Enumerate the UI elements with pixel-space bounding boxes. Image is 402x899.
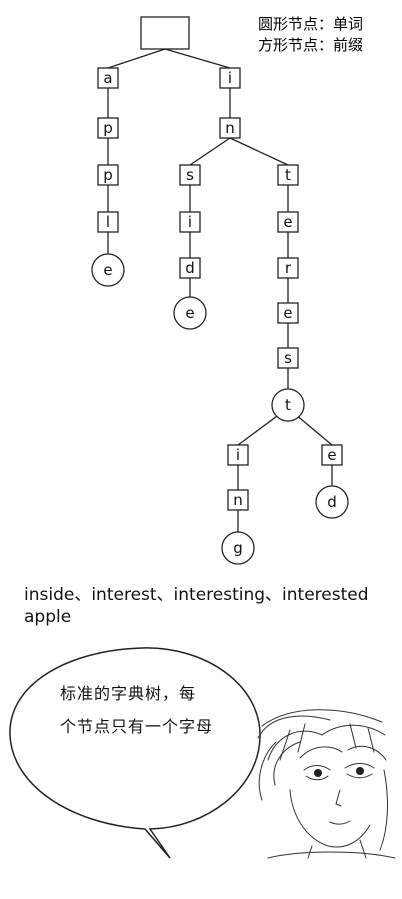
trie-prefix-node: i (219, 67, 241, 89)
trie-node-shape (277, 347, 299, 369)
trie-prefix-node: e (277, 302, 299, 324)
trie-edge (237, 415, 278, 446)
trie-nodes: a p p l e i n s i d e t e r e s t i n g e d (91, 16, 349, 565)
legend-square-label: 方形节点：前缀 (258, 36, 364, 54)
trie-word-node: e (173, 296, 207, 330)
trie-node-shape (179, 257, 201, 279)
trie-node-char: r (285, 259, 292, 277)
trie-root-node (140, 16, 190, 50)
legend: 圆形节点：单词 方形节点：前缀 (258, 14, 363, 56)
trie-edges (107, 48, 333, 532)
trie-node-shape (277, 302, 299, 324)
trie-node-char: e (283, 304, 292, 322)
trie-node-shape (97, 117, 119, 139)
trie-node-char: p (103, 166, 113, 184)
trie-prefix-node: t (277, 164, 299, 186)
trie-node-char: t (285, 396, 291, 414)
trie-edge (298, 416, 333, 446)
word-list: inside、interest、interesting、interested a… (24, 584, 369, 628)
trie-node-shape (91, 253, 125, 287)
trie-prefix-node: e (277, 211, 299, 233)
trie-prefix-node: p (97, 164, 119, 186)
speech-bubble-line-1: 标准的字典树，每 (60, 684, 197, 703)
trie-prefix-node: s (277, 347, 299, 369)
trie-node-char: a (103, 69, 112, 87)
trie-node-shape (97, 67, 119, 89)
trie-node-shape (227, 489, 249, 511)
speech-bubble-text: 标准的字典树，每 个节点只有一个字母 (60, 677, 213, 743)
trie-node-shape (277, 164, 299, 186)
trie-node-char: l (106, 213, 110, 231)
trie-edge (229, 137, 289, 166)
trie-node-shape (179, 211, 201, 233)
trie-node-char: i (188, 213, 192, 231)
trie-node-char: p (103, 119, 113, 137)
trie-prefix-node: s (179, 164, 201, 186)
trie-prefix-node: n (219, 117, 241, 139)
trie-prefix-node: n (227, 489, 249, 511)
legend-circle-label: 圆形节点：单词 (258, 15, 364, 33)
trie-word-node: d (315, 485, 349, 519)
trie-node-char: d (185, 259, 195, 277)
trie-node-char: e (103, 261, 112, 279)
trie-node-char: d (327, 493, 337, 511)
trie-edge (189, 137, 231, 166)
trie-prefix-node: i (227, 444, 249, 466)
trie-node-char: t (285, 166, 291, 184)
word-list-line-2: apple (24, 607, 72, 627)
trie-word-node: t (271, 388, 305, 422)
trie-node-shape (173, 296, 207, 330)
trie-prefix-node: l (97, 211, 119, 233)
trie-node-char: e (283, 213, 292, 231)
trie-node-shape (179, 164, 201, 186)
word-list-line-1: inside、interest、interesting、interested (24, 585, 369, 605)
trie-node-shape (97, 211, 119, 233)
trie-node-shape (315, 485, 349, 519)
trie-word-node: e (91, 253, 125, 287)
speech-bubble-outline (9, 647, 261, 859)
trie-node-shape (277, 211, 299, 233)
trie-node-shape (321, 444, 343, 466)
trie-node-shape (97, 164, 119, 186)
trie-node-char: e (327, 446, 336, 464)
trie-prefix-node: i (179, 211, 201, 233)
trie-node-shape (271, 388, 305, 422)
trie-node-char: n (233, 491, 243, 509)
trie-prefix-node: p (97, 117, 119, 139)
trie-node-shape (277, 257, 299, 279)
trie-node-shape (219, 117, 241, 139)
trie-word-node: g (221, 531, 255, 565)
trie-prefix-node: d (179, 257, 201, 279)
trie-prefix-node: r (277, 257, 299, 279)
trie-node-char: i (236, 446, 240, 464)
trie-node-char: i (228, 69, 232, 87)
trie-node-char: n (225, 119, 235, 137)
trie-node-shape (219, 67, 241, 89)
trie-prefix-node: a (97, 67, 119, 89)
trie-node-char: g (233, 539, 243, 557)
trie-node-shape (221, 531, 255, 565)
trie-edge (164, 48, 231, 69)
trie-node-char: s (284, 349, 292, 367)
trie-prefix-node: e (321, 444, 343, 466)
trie-diagram: a p p l e i n s i d e t e r e s t i n g e d (91, 16, 349, 565)
trie-node-shape (227, 444, 249, 466)
speech-bubble-line-2: 个节点只有一个字母 (60, 717, 214, 736)
trie-edge (107, 48, 166, 69)
trie-node-char: e (185, 304, 194, 322)
trie-node-char: s (186, 166, 194, 184)
trie-node-shape (140, 16, 190, 50)
